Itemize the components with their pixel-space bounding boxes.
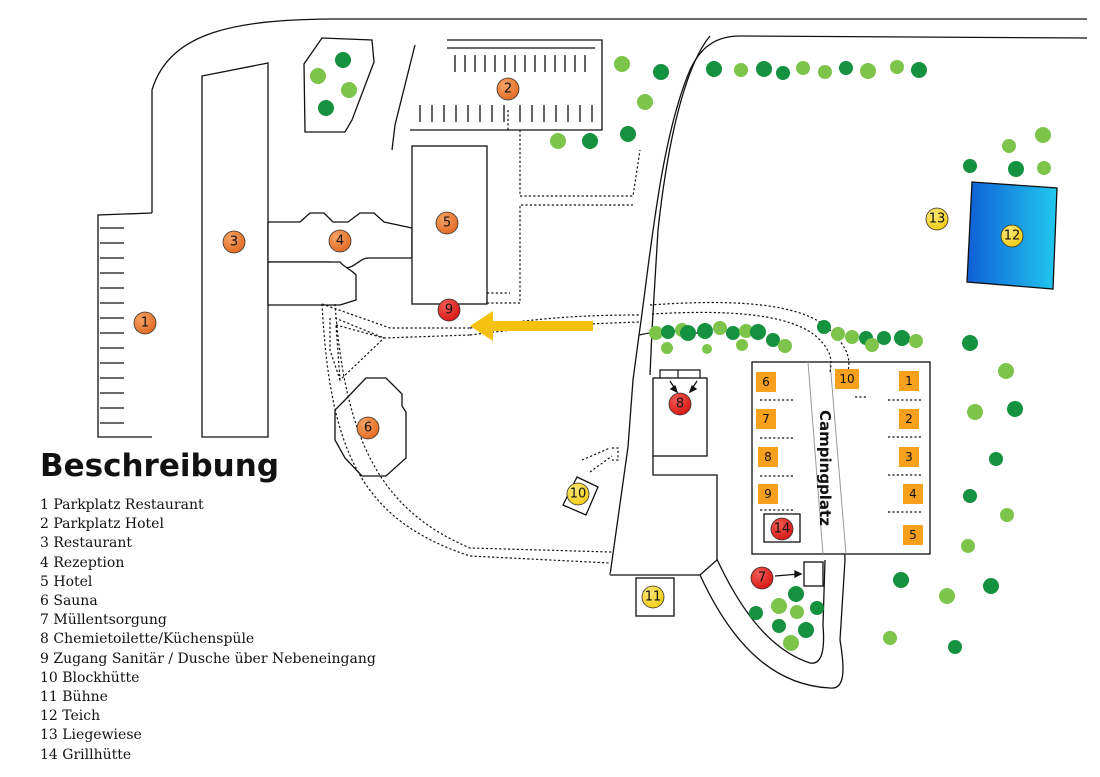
pitch-5: 5	[903, 525, 923, 545]
legend-item: 10 Blockhütte	[40, 669, 140, 686]
marker-9[interactable]: 9	[437, 298, 461, 322]
legend-item: 1 Parkplatz Restaurant	[40, 497, 204, 513]
svg-text:12: 12	[1004, 229, 1021, 244]
svg-text:3: 3	[230, 235, 238, 250]
legend-item: 4 Rezeption	[40, 554, 125, 571]
sanitary-connector	[659, 369, 701, 378]
reception-annex	[267, 261, 357, 306]
svg-text:2: 2	[905, 412, 913, 426]
legend-item: 12 Teich	[40, 708, 101, 725]
lower-road-loop	[699, 369, 846, 689]
svg-text:8: 8	[676, 397, 684, 412]
svg-text:6: 6	[762, 375, 770, 389]
legend-item: 7 Müllentsorgung	[40, 612, 167, 629]
marker-2[interactable]: 2	[496, 77, 520, 101]
main-road-inner	[609, 35, 1088, 576]
pitch-8: 8	[758, 447, 778, 467]
main-road-outer	[151, 18, 1087, 91]
campground-label: Campingplatz	[816, 410, 834, 526]
marker-10[interactable]: 10	[566, 482, 590, 506]
svg-text:4: 4	[909, 487, 917, 501]
marker-13[interactable]: 13	[925, 207, 949, 231]
svg-text:11: 11	[645, 590, 662, 605]
pitch-10: 10	[835, 369, 859, 389]
marker-3[interactable]: 3	[222, 230, 246, 254]
trees	[310, 52, 1051, 654]
marker-11[interactable]: 11	[641, 585, 665, 609]
roads	[151, 18, 1088, 689]
marker-7[interactable]: 7	[750, 566, 774, 590]
svg-text:5: 5	[443, 216, 451, 231]
pitch-6: 6	[756, 372, 776, 392]
legend-item: 6 Sauna	[40, 593, 98, 610]
pitch-7: 7	[756, 409, 776, 429]
svg-text:9: 9	[445, 303, 453, 318]
marker-8[interactable]: 8	[668, 392, 692, 416]
east-road	[649, 35, 711, 376]
legend-item: 14 Grillhütte	[40, 746, 132, 763]
legend: Beschreibung 1 Parkplatz Restaurant 2 Pa…	[40, 446, 376, 765]
map-markers: 1 2 3 4 5 6 7 8 9 10 11 12 13 14	[133, 77, 1024, 609]
svg-text:7: 7	[762, 412, 770, 426]
legend-item: 9 Zugang Sanitär / Dusche über Nebeneing…	[40, 650, 376, 667]
camping-pitches: 1 2 3 4 5 6 7 8 9 10	[756, 369, 923, 545]
legend-list: 1 Parkplatz Restaurant 2 Parkplatz Hotel…	[40, 496, 376, 765]
legend-item: 8 Chemietoilette/Küchenspüle	[40, 631, 255, 648]
marker-4[interactable]: 4	[328, 229, 352, 253]
pitch-2: 2	[899, 409, 919, 429]
svg-text:5: 5	[909, 528, 917, 542]
svg-text:2: 2	[504, 82, 512, 97]
legend-item: 3 Restaurant	[40, 535, 133, 552]
sanitary-building	[652, 377, 708, 457]
legend-item: 5 Hotel	[40, 573, 93, 590]
lower-road-inner	[714, 554, 826, 664]
svg-text:1: 1	[141, 316, 149, 331]
svg-text:13: 13	[929, 212, 946, 227]
pitch-9: 9	[758, 484, 778, 504]
waste-station	[803, 561, 824, 587]
svg-text:3: 3	[905, 450, 913, 464]
small-arrows	[669, 380, 803, 579]
east-wall	[610, 456, 718, 576]
access-road-left	[391, 44, 416, 151]
pitch-4: 4	[903, 484, 923, 504]
marker-1[interactable]: 1	[133, 311, 157, 335]
parking-road	[410, 39, 603, 131]
svg-text:8: 8	[764, 450, 772, 464]
parking-lot-restaurant	[97, 212, 153, 438]
direction-arrow	[470, 311, 593, 341]
svg-text:9: 9	[764, 487, 772, 501]
svg-text:1: 1	[905, 374, 913, 388]
svg-text:10: 10	[839, 372, 854, 386]
legend-item: 13 Liegewiese	[40, 727, 142, 744]
pitch-1: 1	[899, 371, 919, 391]
marker-12[interactable]: 12	[1000, 224, 1024, 248]
parking-stalls	[100, 55, 593, 424]
svg-text:14: 14	[774, 522, 791, 537]
svg-text:6: 6	[364, 421, 372, 436]
svg-text:7: 7	[758, 571, 766, 586]
legend-item: 11 Bühne	[40, 689, 108, 706]
tree-island	[303, 37, 375, 133]
pitch-3: 3	[899, 447, 919, 467]
marker-14[interactable]: 14	[770, 517, 794, 541]
legend-title: Beschreibung	[40, 448, 280, 484]
svg-text:10: 10	[570, 487, 587, 502]
legend-item: 2 Parkplatz Hotel	[40, 516, 164, 533]
marker-5[interactable]: 5	[435, 211, 459, 235]
svg-text:4: 4	[336, 234, 344, 249]
camp-lane	[807, 361, 847, 555]
marker-6[interactable]: 6	[356, 416, 380, 440]
